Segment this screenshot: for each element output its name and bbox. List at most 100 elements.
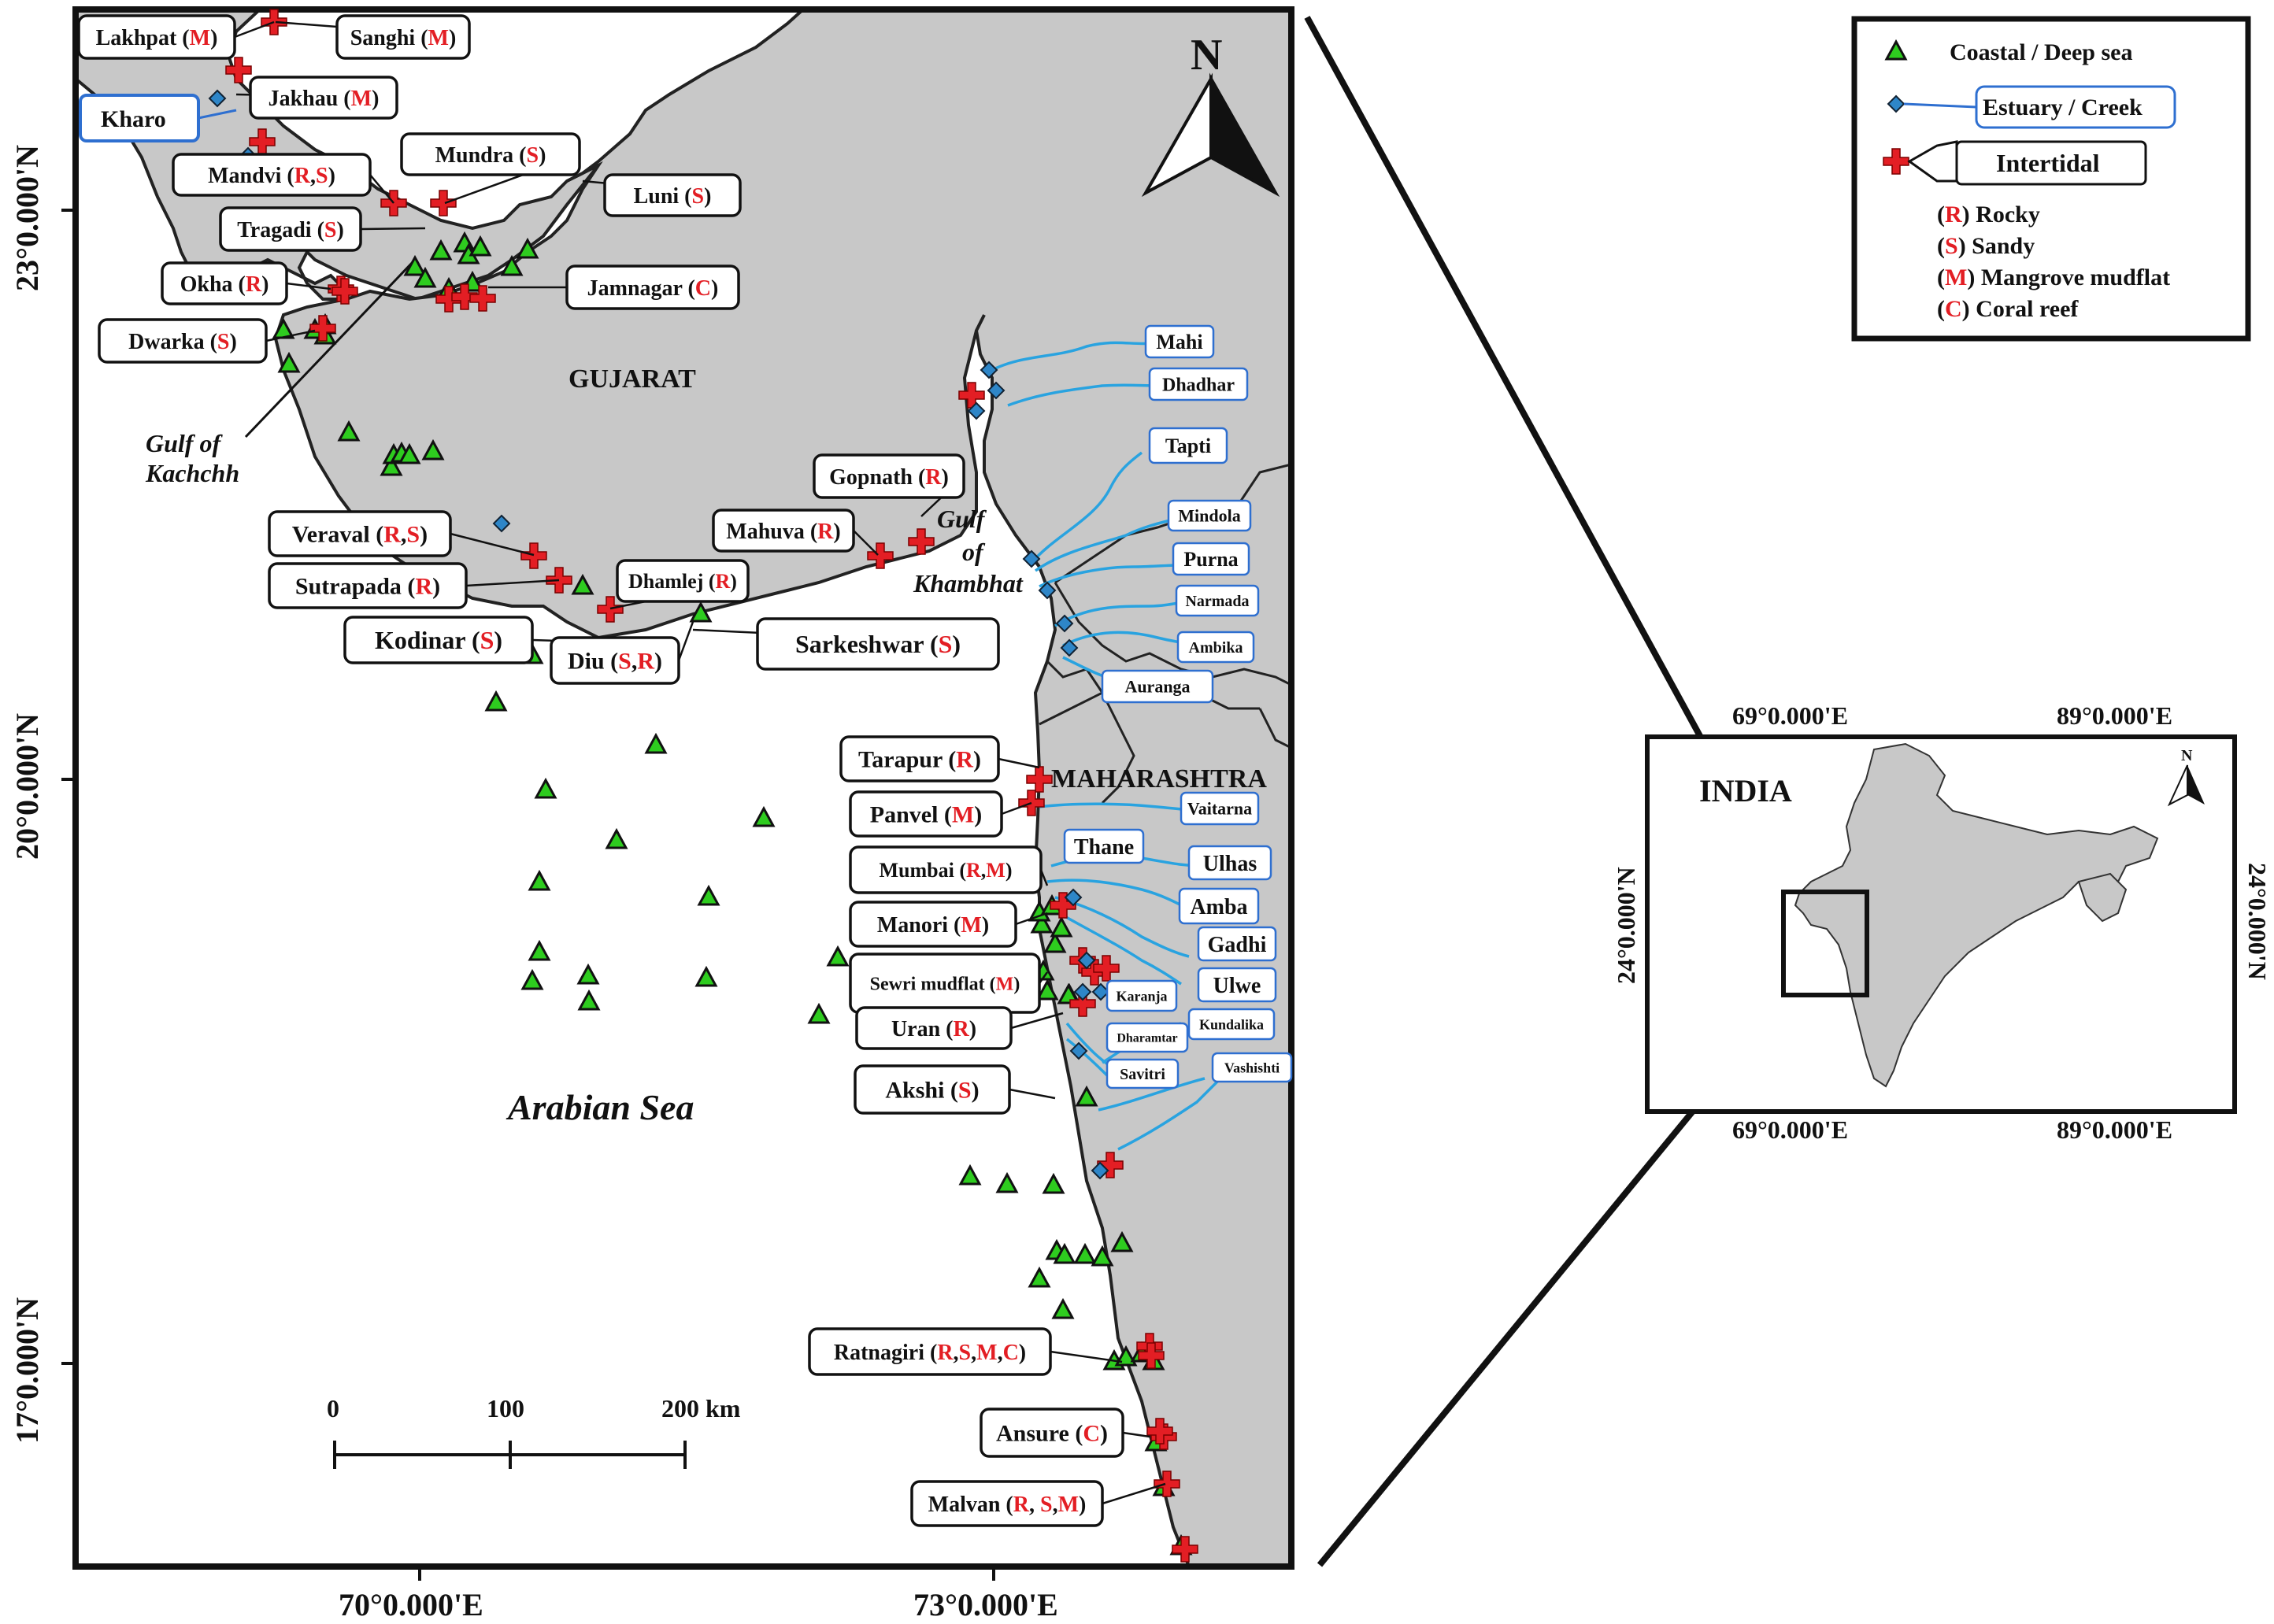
- north-arrow-icon: N: [1141, 31, 1280, 198]
- site-label-text: Lakhpat (M): [96, 26, 218, 50]
- river-label-mindola: Mindola: [1167, 499, 1252, 532]
- river-label-text: Karanja: [1117, 988, 1168, 1004]
- site-label-malvan: Malvan (R, S,M): [910, 1480, 1104, 1527]
- site-label-ansure: Ansure (C): [980, 1408, 1124, 1458]
- leader-line: [360, 227, 426, 231]
- leader-line: [677, 621, 694, 661]
- river-label-narmada: Narmada: [1175, 584, 1260, 617]
- site-label-sewri-mudflat: Sewri mudflat (M): [849, 953, 1041, 1014]
- river-label-ulwe: Ulwe: [1197, 967, 1277, 1003]
- river-label-tapti: Tapti: [1148, 427, 1228, 464]
- river-label-ambika: Ambika: [1176, 631, 1255, 664]
- site-label-text: Sanghi (M): [350, 26, 457, 50]
- site-label-text: Mumbai (R,M): [880, 859, 1013, 882]
- sea-label: Arabian Sea: [506, 1087, 694, 1127]
- site-label-text: Panvel (M): [870, 802, 982, 828]
- river-label-text: Dharamtar: [1117, 1032, 1177, 1045]
- site-label-text: Mandvi (R,S): [208, 164, 335, 188]
- leader-line: [1015, 912, 1048, 926]
- leader-line: [234, 20, 275, 39]
- river-label-karanja: Karanja: [1106, 979, 1178, 1012]
- legend-type-coral-reef: (C) Coral reef: [1937, 296, 2079, 322]
- inset-lat-left: 24°0.000'N: [1612, 867, 1640, 984]
- site-label-text: Mahuva (R): [726, 520, 840, 544]
- site-label-kharo: Kharo: [79, 94, 237, 142]
- river-label-text: Ulhas: [1203, 852, 1257, 876]
- site-label-text: Diu (S,R): [568, 649, 662, 675]
- river-label-text: Vashishti: [1224, 1060, 1280, 1075]
- site-label-akshi: Akshi (S): [854, 1064, 1011, 1115]
- leader-line: [465, 579, 560, 587]
- svg-text:N: N: [1191, 31, 1222, 80]
- gulf-khambhat-line1: Gulf: [937, 505, 987, 533]
- gulf-khambhat-line3: Khambhat: [913, 569, 1024, 597]
- site-label-text: Sewri mudflat (M): [870, 974, 1020, 994]
- site-label-text: Tarapur (R): [858, 747, 981, 773]
- river-label-ulhas: Ulhas: [1187, 845, 1272, 881]
- river-label-text: Purna: [1183, 548, 1238, 571]
- site-label-ratnagiri: Ratnagiri (R,S,M,C): [808, 1327, 1052, 1376]
- lat-ticks: [61, 209, 995, 1581]
- site-label-sutrapada: Sutrapada (R): [268, 562, 468, 609]
- lat-label-17: 17°0.000'N: [9, 1297, 45, 1444]
- inset-lon-top-1: 69°0.000'E: [1732, 701, 1848, 730]
- legend-type-rocky: (R) Rocky: [1937, 202, 2040, 228]
- site-label-text: Luni (S): [634, 184, 712, 209]
- gulf-khambhat-line2: of: [962, 538, 986, 566]
- gulf-kachchh-line2: Kachchh: [145, 459, 239, 487]
- legend-type-sandy: (S) Sandy: [1937, 233, 2035, 259]
- leader-line: [265, 329, 316, 342]
- site-label-text: Sutrapada (R): [295, 574, 440, 600]
- site-label-text: Tragadi (S): [237, 218, 344, 242]
- site-label-text: Jamnagar (C): [587, 276, 719, 301]
- river-label-auranga: Auranga: [1101, 669, 1214, 704]
- site-label-text: Manori (M): [877, 913, 989, 938]
- river-label-vaitarna: Vaitarna: [1180, 791, 1260, 826]
- legend-intertidal-text: Intertidal: [1996, 149, 2100, 177]
- site-label-dhamlej: Dhamlej (R): [616, 559, 750, 603]
- site-label-uran: Uran (R): [855, 1006, 1013, 1050]
- leader-line: [998, 757, 1040, 769]
- river-label-thane: Thane: [1063, 828, 1145, 864]
- leader-line: [369, 174, 394, 204]
- site-label-text: Gopnath (R): [829, 465, 949, 490]
- river-label-text: Tapti: [1165, 435, 1211, 457]
- map-frame: [72, 6, 1294, 1570]
- lat-label-20: 20°0.000'N: [9, 713, 45, 860]
- scale-bar: 0 100 200 km: [327, 1394, 741, 1469]
- site-label-jamnagar: Jamnagar (C): [565, 265, 740, 310]
- india-ne-shape: [2077, 872, 2128, 923]
- site-label-okha: Okha (R): [161, 261, 288, 305]
- river-label-mahi: Mahi: [1144, 324, 1215, 359]
- river-label-purna: Purna: [1172, 542, 1250, 576]
- site-label-text: Akshi (S): [885, 1078, 979, 1104]
- site-label-text: Kodinar (S): [375, 626, 502, 654]
- site-label-text: Okha (R): [180, 272, 269, 297]
- river-label-amba: Amba: [1178, 887, 1260, 925]
- river-label-text: Savitri: [1120, 1066, 1165, 1083]
- river-label-vashishti: Vashishti: [1211, 1052, 1293, 1083]
- leader-line: [1010, 1012, 1064, 1030]
- site-label-tarapur: Tarapur (R): [839, 735, 1000, 782]
- river-label-text: Dhadhar: [1162, 375, 1235, 395]
- river-label-text: Amba: [1190, 895, 1247, 919]
- river-label-kundalika: Kundalika: [1187, 1008, 1276, 1041]
- mainland: [273, 9, 1291, 1567]
- site-label-dwarka: Dwarka (S): [98, 318, 268, 364]
- gulf-kachchh-leader: [244, 260, 415, 438]
- site-label-tragadi: Tragadi (S): [219, 206, 362, 252]
- region-maharashtra: MAHARASHTRA: [1051, 764, 1267, 794]
- inset-lon-top-2: 89°0.000'E: [2057, 701, 2172, 730]
- site-labels: Lakhpat (M)Sanghi (M)Jakhau (M)Mundra (S…: [77, 14, 1124, 1527]
- site-label-text: Sarkeshwar (S): [795, 630, 961, 658]
- leader-line: [1050, 1350, 1123, 1363]
- river-label-dhadhar: Dhadhar: [1148, 367, 1249, 401]
- site-label-gopnath: Gopnath (R): [813, 453, 965, 499]
- svg-text:100: 100: [487, 1394, 524, 1422]
- region-gujarat: GUJARAT: [568, 364, 696, 394]
- river-label-text: Vaitarna: [1187, 799, 1252, 819]
- river-label-text: Auranga: [1124, 677, 1190, 697]
- leader-line: [1009, 1088, 1056, 1100]
- leader-line: [1001, 801, 1032, 816]
- leader-line: [1122, 1431, 1150, 1438]
